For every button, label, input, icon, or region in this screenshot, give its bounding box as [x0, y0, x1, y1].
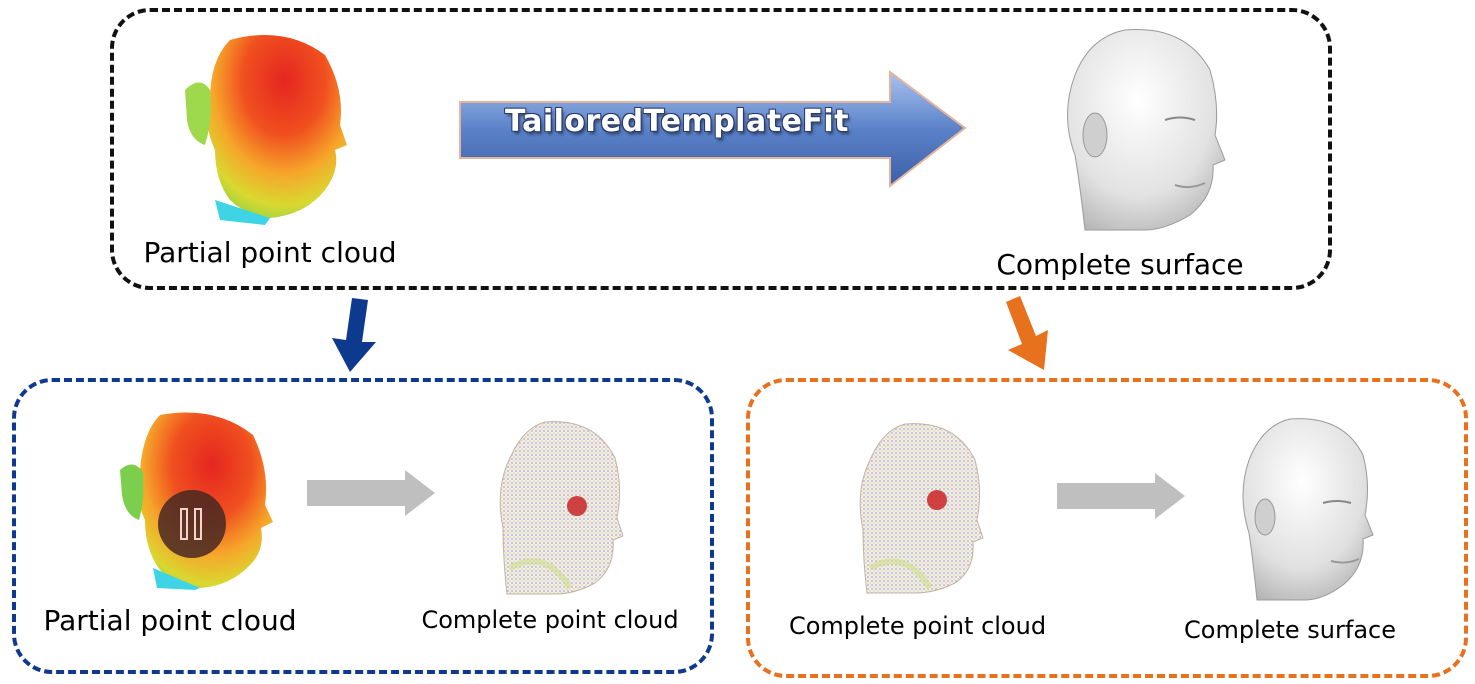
right-output-label: Complete surface	[1184, 616, 1396, 644]
complete-point-cloud-image-left	[499, 421, 624, 595]
complete-surface-image-right	[1242, 418, 1374, 601]
complete-point-cloud-image-right	[859, 423, 984, 594]
down-arrow-left	[332, 298, 376, 372]
pause-icon	[180, 508, 188, 540]
top-panel	[110, 8, 1332, 290]
complete-surface-image-top	[1067, 29, 1226, 231]
step-arrow-left	[307, 470, 435, 516]
top-input-label: Partial point cloud	[143, 236, 397, 269]
left-output-label: Complete point cloud	[421, 606, 679, 634]
down-arrow-right	[1006, 296, 1048, 370]
method-label: TailoredTemplateFit	[504, 104, 850, 139]
step-arrow-right	[1057, 473, 1185, 519]
right-input-label: Complete point cloud	[788, 612, 1047, 640]
partial-point-cloud-image-top	[185, 35, 347, 225]
point-cloud-completion-panel	[12, 378, 714, 674]
top-output-label: Complete surface	[996, 248, 1244, 281]
left-input-label: Partial point cloud	[43, 604, 297, 637]
surface-reconstruction-panel	[746, 378, 1468, 678]
tailored-template-fit-arrow	[459, 70, 967, 189]
pause-button[interactable]	[158, 490, 226, 558]
